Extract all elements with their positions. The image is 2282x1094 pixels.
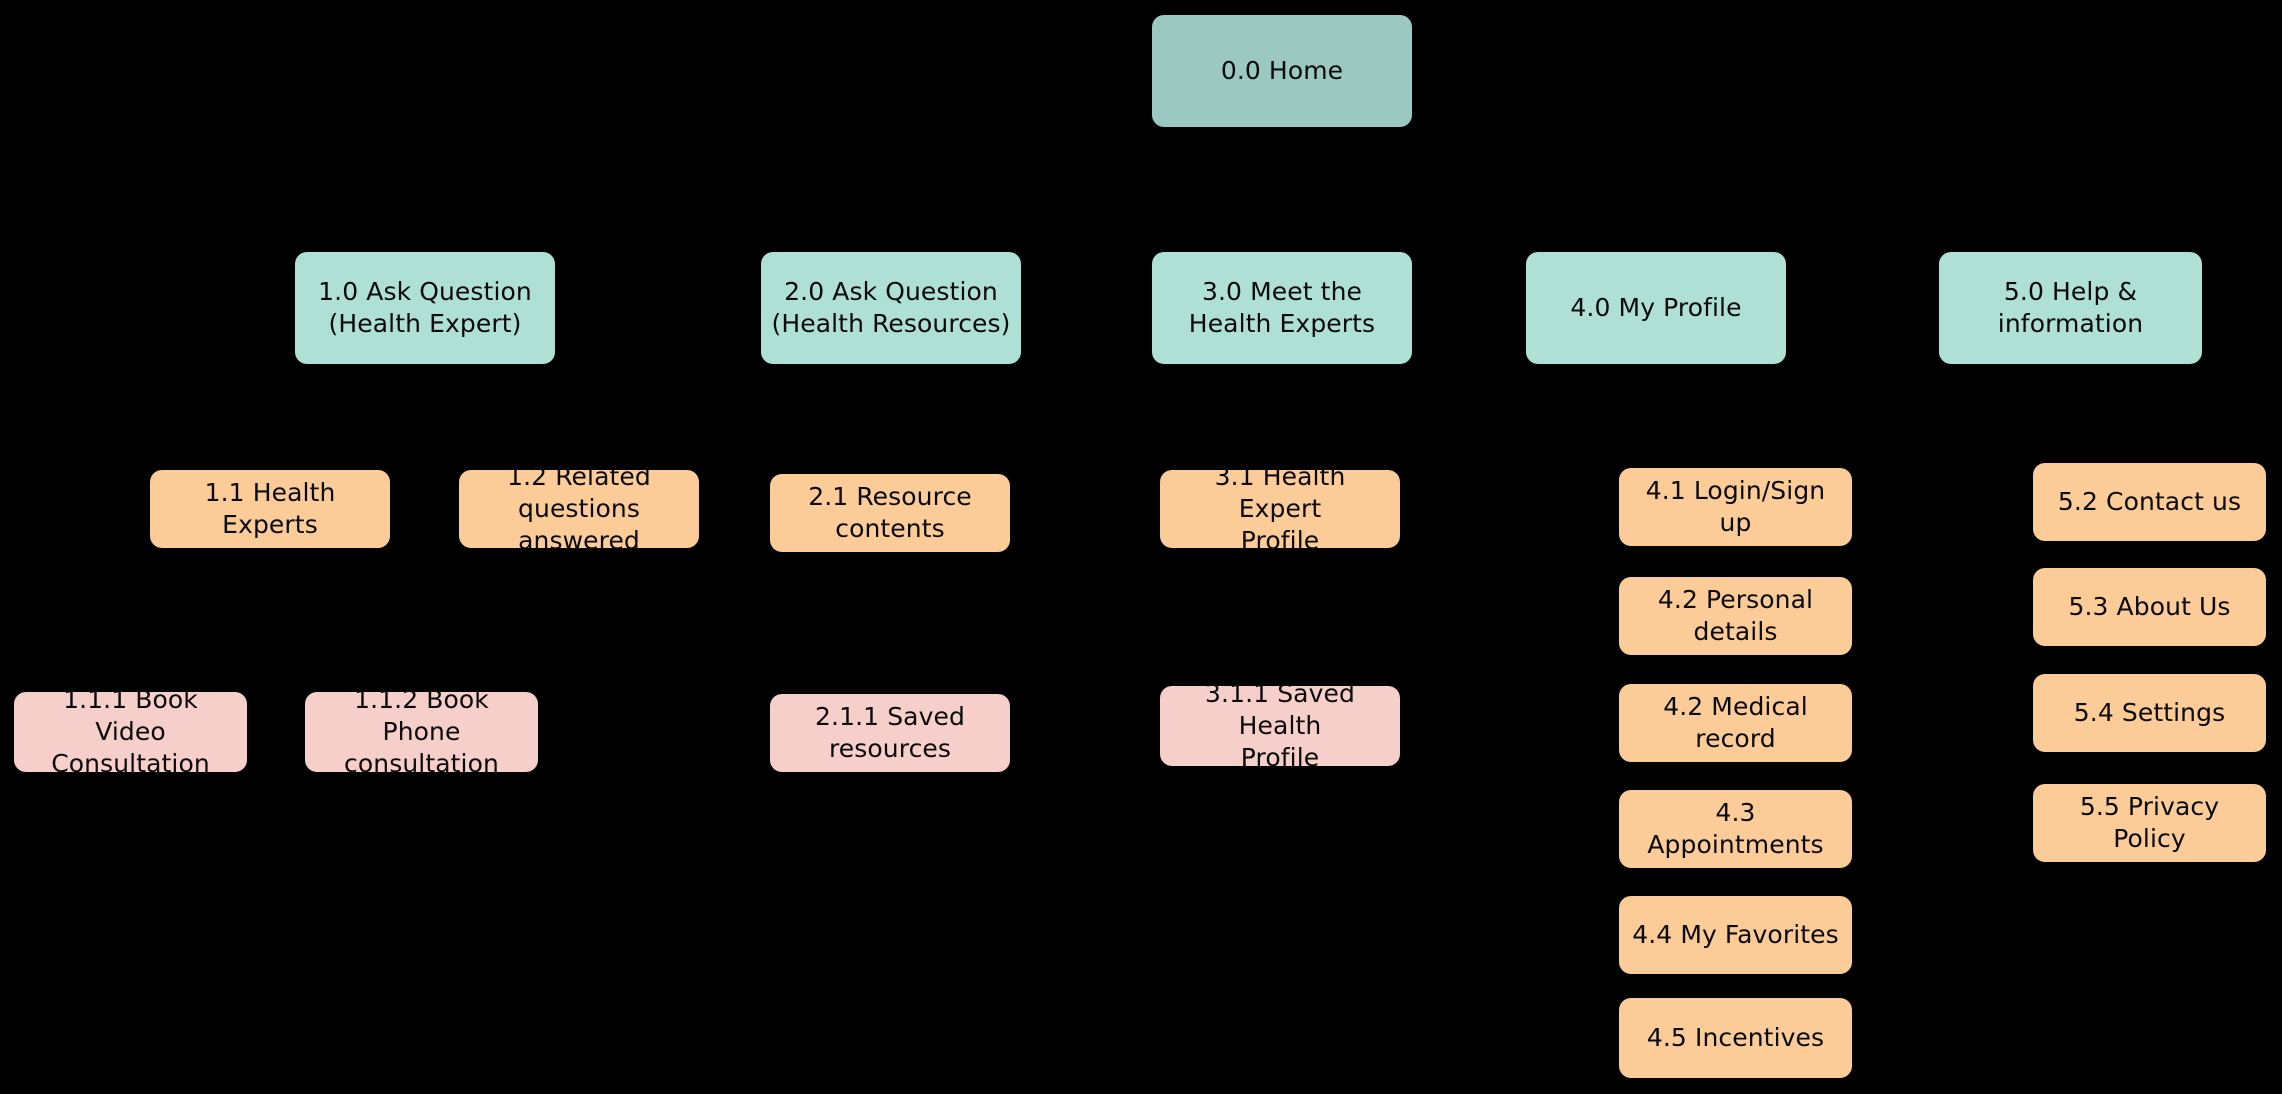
sitemap-node-2.1[interactable]: 2.1 Resource contents	[770, 474, 1010, 552]
sitemap-node-5.0[interactable]: 5.0 Help & information	[1939, 252, 2202, 364]
sitemap-node-1.1[interactable]: 1.1 Health Experts	[150, 470, 390, 548]
sitemap-node-1.0[interactable]: 1.0 Ask Question (Health Expert)	[295, 252, 555, 364]
sitemap-node-4.3[interactable]: 4.3 Appointments	[1619, 790, 1852, 868]
sitemap-node-3.1.1[interactable]: 3.1.1 Saved Health Profile	[1160, 679, 1400, 772]
sitemap-node-5.4[interactable]: 5.4 Settings	[2033, 674, 2266, 752]
sitemap-node-1.2[interactable]: 1.2 Related questions answered	[459, 462, 699, 555]
sitemap-node-4.2a[interactable]: 4.2 Personal details	[1619, 577, 1852, 655]
sitemap-node-2.0[interactable]: 2.0 Ask Question (Health Resources)	[761, 252, 1021, 364]
sitemap-node-4.5[interactable]: 4.5 Incentives	[1619, 998, 1852, 1078]
sitemap-node-3.1[interactable]: 3.1 Health Expert Profile	[1160, 462, 1400, 555]
sitemap-node-3.0[interactable]: 3.0 Meet the Health Experts	[1152, 252, 1412, 364]
sitemap-node-5.3[interactable]: 5.3 About Us	[2033, 568, 2266, 646]
sitemap-node-5.2[interactable]: 5.2 Contact us	[2033, 463, 2266, 541]
sitemap-node-5.5[interactable]: 5.5 Privacy Policy	[2033, 784, 2266, 862]
sitemap-node-4.2b[interactable]: 4.2 Medical record	[1619, 684, 1852, 762]
sitemap-node-4.0[interactable]: 4.0 My Profile	[1526, 252, 1786, 364]
sitemap-node-1.1.2[interactable]: 1.1.2 Book Phone consultation	[305, 685, 538, 778]
sitemap-node-1.1.1[interactable]: 1.1.1 Book Video Consultation	[14, 685, 247, 778]
sitemap-node-2.1.1[interactable]: 2.1.1 Saved resources	[770, 694, 1010, 772]
sitemap-node-4.4[interactable]: 4.4 My Favorites	[1619, 896, 1852, 974]
sitemap-node-4.1[interactable]: 4.1 Login/Sign up	[1619, 468, 1852, 546]
sitemap-node-0.0[interactable]: 0.0 Home	[1152, 15, 1412, 127]
